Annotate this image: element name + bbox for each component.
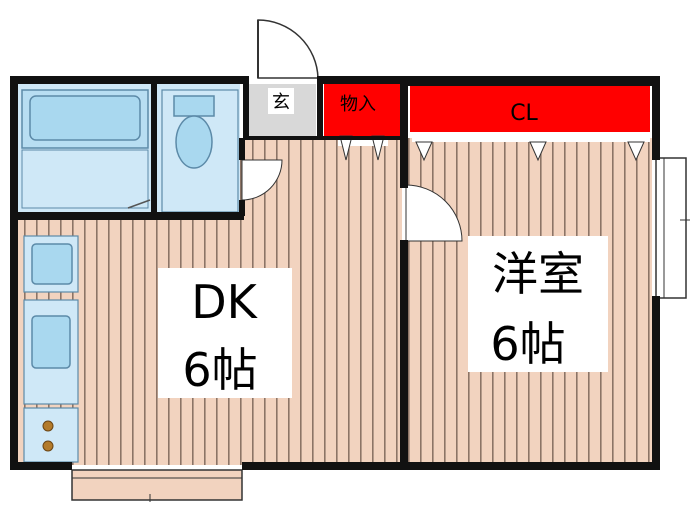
sink-icon	[23, 235, 79, 293]
storage-label: 物入	[340, 94, 376, 115]
closet-area	[410, 86, 650, 132]
toilet-icon	[161, 89, 239, 213]
entrance-label: 玄	[272, 92, 290, 113]
dk-label-bg	[158, 268, 292, 398]
dk-room-name: DK	[191, 275, 258, 329]
entrance-door-icon	[257, 19, 319, 79]
western-door-icon	[405, 184, 463, 242]
balcony	[71, 469, 243, 502]
washer-pan-icon	[23, 299, 79, 405]
storage-area	[324, 84, 402, 136]
western-label-bg	[468, 236, 608, 372]
right-window	[655, 157, 690, 299]
western-room-name: 洋室	[492, 247, 584, 301]
western-room-size: 6帖	[490, 317, 565, 371]
closet-door-icon	[412, 132, 650, 162]
bathtub-icon	[21, 89, 149, 149]
stove-icon	[23, 407, 79, 463]
dk-room-size: 6帖	[182, 343, 257, 397]
toilet-door-icon	[241, 159, 283, 201]
walls	[10, 76, 660, 470]
closet-label: CL	[510, 101, 538, 126]
